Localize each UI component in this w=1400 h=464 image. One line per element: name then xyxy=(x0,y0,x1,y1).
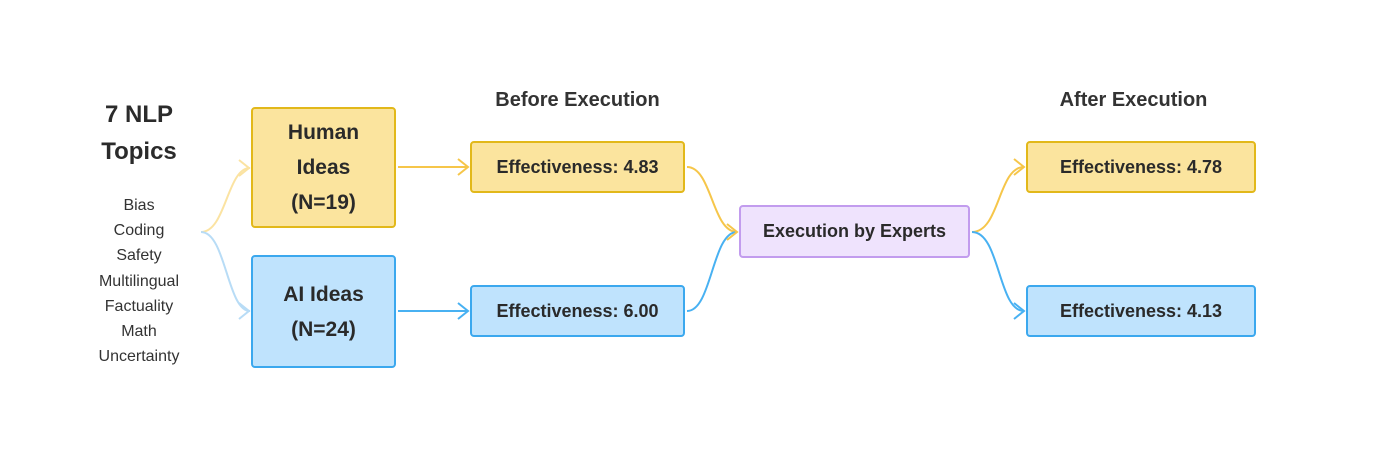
arrowhead-execution-to-after-ai xyxy=(1013,302,1026,320)
before-human-effectiveness: Effectiveness: 4.83 xyxy=(470,141,685,193)
topic-list: Bias Coding Safety Multilingual Factuali… xyxy=(78,193,200,369)
topic-item: Math xyxy=(121,323,157,341)
topics-title: 7 NLP Topics xyxy=(101,101,177,165)
after-human-effectiveness: Effectiveness: 4.78 xyxy=(1026,141,1256,193)
topic-item: Multilingual xyxy=(98,272,180,290)
ai-ideas-box: AI Ideas (N=24) xyxy=(251,255,396,368)
after-execution-heading: After Execution xyxy=(1059,89,1208,111)
arrowhead-execution-to-after-human xyxy=(1013,158,1026,176)
arrowhead-ai-to-before xyxy=(457,302,470,320)
arrowhead-topics-to-ai xyxy=(238,302,251,320)
arrow-topics-to-ai xyxy=(200,231,251,312)
arrowhead-topics-to-human xyxy=(238,159,251,177)
before-ai-effectiveness: Effectiveness: 6.00 xyxy=(470,285,685,337)
human-ideas-box: Human Ideas (N=19) xyxy=(251,107,396,228)
after-ai-effectiveness: Effectiveness: 4.13 xyxy=(1026,285,1256,337)
arrowhead-human-to-before xyxy=(457,158,470,176)
arrow-topics-to-human xyxy=(200,167,251,233)
arrowhead-to-execution xyxy=(726,223,739,241)
arrow-before-human-to-execution xyxy=(686,166,738,233)
topic-item: Safety xyxy=(116,247,162,265)
execution-by-experts-box: Execution by Experts xyxy=(739,205,970,258)
topic-item: Uncertainty xyxy=(98,348,180,366)
topic-item: Bias xyxy=(123,197,155,214)
topic-item: Factuality xyxy=(104,297,174,315)
arrow-execution-to-after-human xyxy=(971,166,1025,233)
topic-item: Coding xyxy=(113,222,165,240)
before-execution-heading: Before Execution xyxy=(495,89,660,111)
arrow-execution-to-after-ai xyxy=(971,231,1025,312)
arrow-before-ai-to-execution xyxy=(686,231,738,312)
